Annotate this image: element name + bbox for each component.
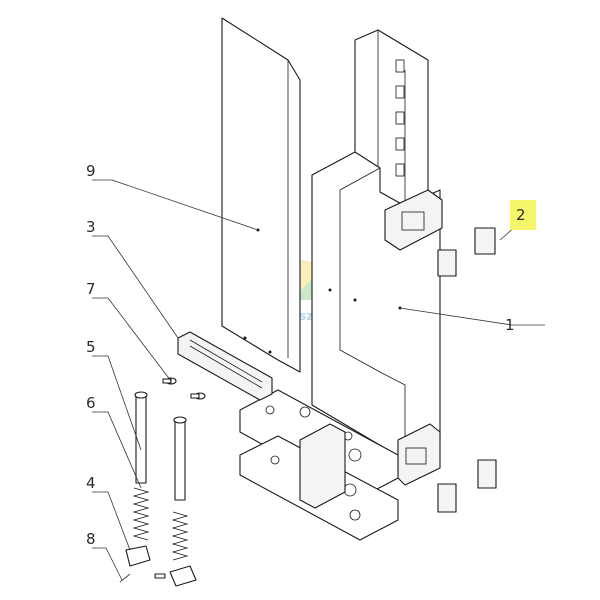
callout-5: 5 [86,338,96,356]
part-9-plate [221,17,301,373]
callout-7: 7 [86,280,96,298]
leader-lines [92,179,545,581]
part-6-springs [132,487,189,561]
part-2-clips [437,227,497,513]
callout-9: 9 [86,162,96,180]
part-7-screws [162,377,206,400]
callout-6: 6 [86,394,96,412]
callout-1: 1 [505,316,515,334]
callout-4: 4 [86,474,96,492]
part-4-stops [125,545,197,587]
part-5-pins [134,391,187,501]
part-1-column [311,29,443,486]
callout-2: 2 [516,206,526,224]
base-plates [239,389,399,541]
callout-3: 3 [86,218,96,236]
callout-8: 8 [86,530,96,548]
part-3-guide [177,331,273,401]
callout-2-highlight [510,200,536,230]
part-8-pin [119,573,131,583]
